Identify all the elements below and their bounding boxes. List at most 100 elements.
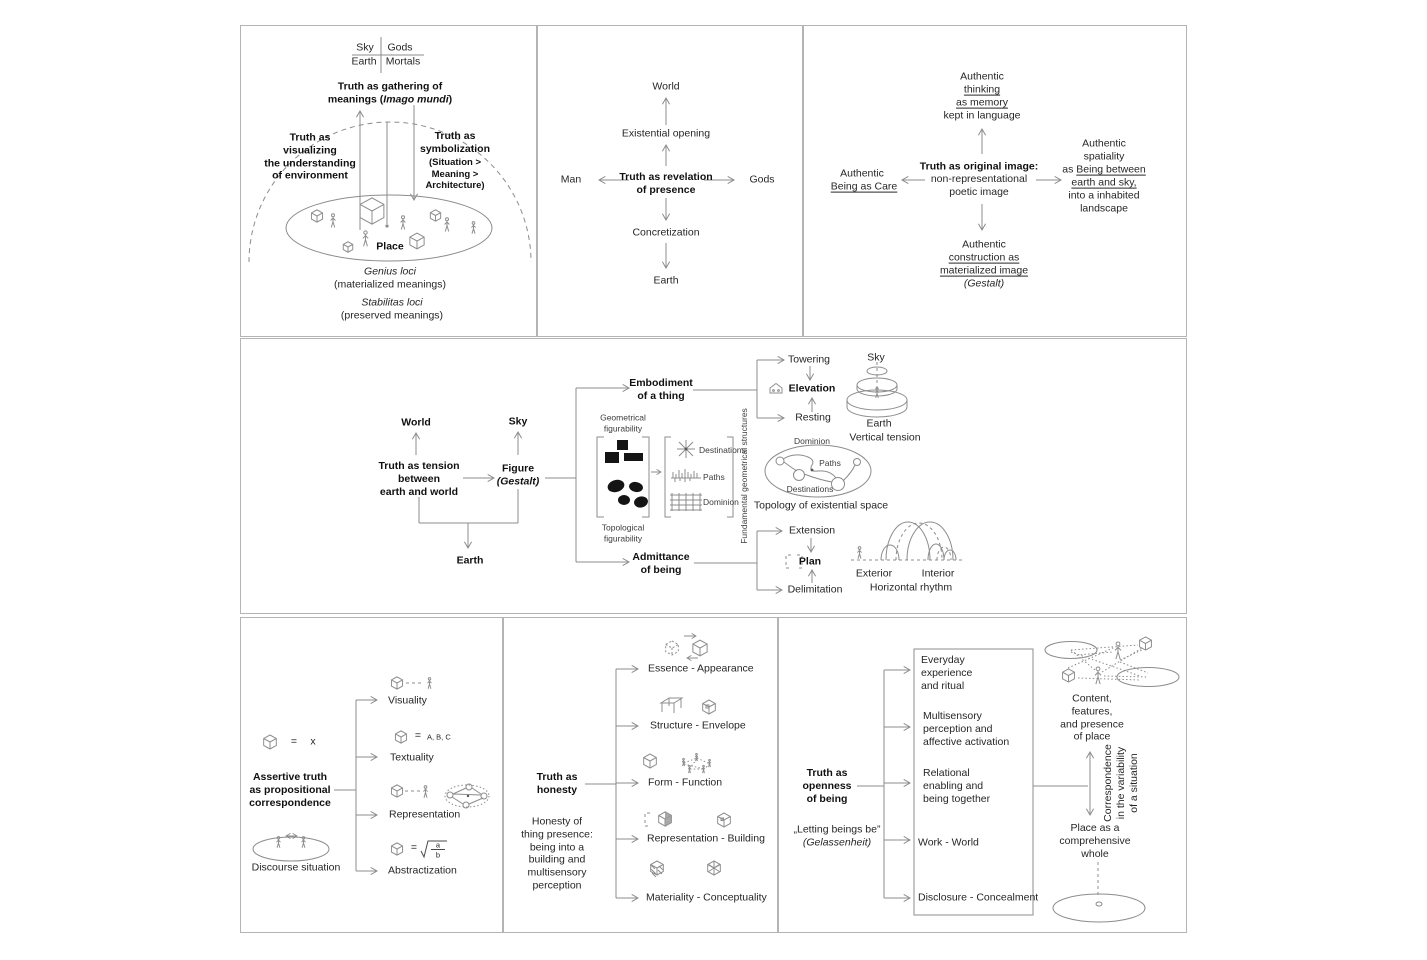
- spatiality-1: Authentic: [1082, 137, 1126, 150]
- geometrical-figurability: Geometrical figurability: [600, 412, 646, 434]
- panel-revelation-of-presence: [537, 25, 803, 337]
- world-label: World: [652, 80, 680, 93]
- gelassenheit-label: (Gelassenheit): [802, 836, 872, 849]
- construction-1: Authentic: [962, 238, 1006, 251]
- equals-sign-2: =: [414, 729, 422, 742]
- being-as-care-2: Being as Care: [830, 180, 898, 193]
- materiality-conceptuality-label: Materiality - Conceptuality: [646, 891, 767, 904]
- place-label: Place: [376, 240, 404, 253]
- dominion-label-2: Dominion: [794, 435, 830, 446]
- honesty-sub: Honesty of thing presence: being into a …: [521, 815, 593, 892]
- topological-figurability: Topological figurability: [601, 522, 645, 544]
- table-sky: Sky: [356, 41, 374, 54]
- genius-loci: Genius loci: [364, 265, 416, 278]
- figure-label: Figure: [501, 462, 535, 475]
- earth-label: Earth: [653, 274, 679, 287]
- equals-sign: =: [290, 735, 298, 748]
- paths-label-2: Paths: [819, 457, 841, 468]
- gods-label: Gods: [749, 173, 775, 186]
- table-mortals: Mortals: [385, 55, 421, 68]
- content-of-place-label: Content, features, and presence of place: [1060, 692, 1124, 743]
- structure-envelope-label: Structure - Envelope: [650, 719, 746, 732]
- existential-opening-label: Existential opening: [621, 127, 711, 140]
- work-world-label: Work - World: [918, 836, 979, 849]
- resting-label: Resting: [795, 411, 831, 424]
- discourse-situation-label: Discourse situation: [251, 861, 341, 874]
- horizontal-rhythm-label: Horizontal rhythm: [869, 581, 953, 594]
- vertical-tension-label: Vertical tension: [849, 431, 921, 444]
- abstractization-label: Abstractization: [388, 864, 457, 877]
- equals-sign-3: =: [410, 841, 418, 854]
- openness-main: Truth as openness of being: [802, 766, 852, 805]
- genius-loci-sub: (materialized meanings): [333, 278, 447, 291]
- authentic-thinking-1: Authentic: [960, 70, 1004, 83]
- letting-beings-be: „Letting beings be”: [793, 823, 881, 836]
- assertive-truth-main: Assertive truth as propositional corresp…: [249, 770, 331, 809]
- being-as-care-1: Authentic: [840, 167, 884, 180]
- construction-gestalt: (Gestalt): [963, 277, 1005, 290]
- sky-label: Sky: [508, 415, 528, 428]
- revelation-center: Truth as revelation of presence: [619, 171, 713, 196]
- extension-label: Extension: [788, 524, 836, 537]
- symbolization-note: Truth as symbolization: [419, 130, 491, 155]
- multisensory-label: Multisensory perception and affective ac…: [923, 709, 1010, 748]
- world-label-2: World: [401, 416, 431, 429]
- destinations-label: Destinations: [699, 444, 746, 455]
- table-gods: Gods: [387, 41, 413, 54]
- representation-label: Representation: [389, 808, 461, 821]
- destinations-label-2: Destinations: [786, 483, 834, 494]
- paths-label: Paths: [703, 471, 725, 482]
- authentic-thinking-2: thinking: [963, 83, 1001, 96]
- original-image-sub: non-representational poetic image: [930, 173, 1028, 198]
- x-symbol: x: [310, 735, 316, 748]
- panel-original-image: [803, 25, 1187, 337]
- towering-label: Towering: [787, 353, 831, 366]
- earth-label-2: Earth: [456, 554, 484, 567]
- abc-text: A, B, C: [427, 732, 451, 742]
- everyday-experience-label: Everyday experience and ritual: [921, 653, 973, 692]
- authentic-thinking-4: kept in language: [943, 109, 1021, 122]
- representation-building-label: Representation - Building: [647, 832, 765, 845]
- authentic-thinking-3: as memory: [956, 96, 1008, 109]
- construction-2: construction as: [948, 251, 1020, 264]
- correspondence-label: Correspondence in the variability of a s…: [1101, 744, 1140, 822]
- original-image-title: Truth as original image:: [919, 160, 1039, 173]
- spatiality-2: spatiality: [1083, 150, 1125, 163]
- spatiality-3: as Being between: [1062, 163, 1146, 176]
- spatiality-4: earth and sky,: [1071, 176, 1137, 189]
- sky-label-2: Sky: [867, 351, 885, 364]
- place-whole-label: Place as a comprehensive whole: [1059, 821, 1131, 860]
- fundamental-structures-label: Fundamental geometrical structures: [738, 408, 749, 544]
- stabilitas-loci-sub: (preserved meanings): [340, 309, 444, 322]
- panel-assertive-truth: [240, 617, 503, 933]
- plan-label: Plan: [798, 555, 822, 568]
- tension-main: Truth as tension between earth and world: [378, 459, 460, 498]
- fraction-b: b: [435, 850, 441, 860]
- earth-label-3: Earth: [866, 417, 892, 430]
- textuality-label: Textuality: [390, 751, 434, 764]
- fraction-a: a: [435, 840, 441, 850]
- embodiment-label: Embodiment of a thing: [629, 377, 693, 402]
- form-function-label: Form - Function: [648, 776, 723, 789]
- essence-appearance-label: Essence - Appearance: [648, 662, 754, 675]
- interior-label: Interior: [921, 567, 955, 580]
- spatiality-6: landscape: [1080, 202, 1128, 215]
- concretization-label: Concretization: [632, 226, 700, 239]
- visuality-label: Visuality: [388, 694, 427, 707]
- table-earth: Earth: [351, 55, 377, 68]
- panel-truth-as-honesty: [503, 617, 778, 933]
- disclosure-concealment-label: Disclosure - Concealment: [918, 891, 1039, 904]
- dominion-label: Dominion: [703, 496, 739, 507]
- admittance-label: Admittance of being: [632, 551, 690, 576]
- gathering-title-line1: Truth as gathering of: [337, 80, 443, 93]
- stabilitas-loci: Stabilitas loci: [361, 296, 423, 309]
- symbolization-sub: (Situation > Meaning > Architecture): [425, 156, 485, 191]
- topology-caption: Topology of existential space: [753, 499, 889, 512]
- visualizing-note: Truth as visualizing the understanding o…: [264, 131, 356, 182]
- exterior-label: Exterior: [855, 567, 893, 580]
- honesty-main: Truth as honesty: [536, 771, 578, 796]
- delimitation-label: Delimitation: [787, 583, 843, 596]
- relational-label: Relational enabling and being together: [923, 766, 991, 805]
- man-label: Man: [560, 173, 582, 186]
